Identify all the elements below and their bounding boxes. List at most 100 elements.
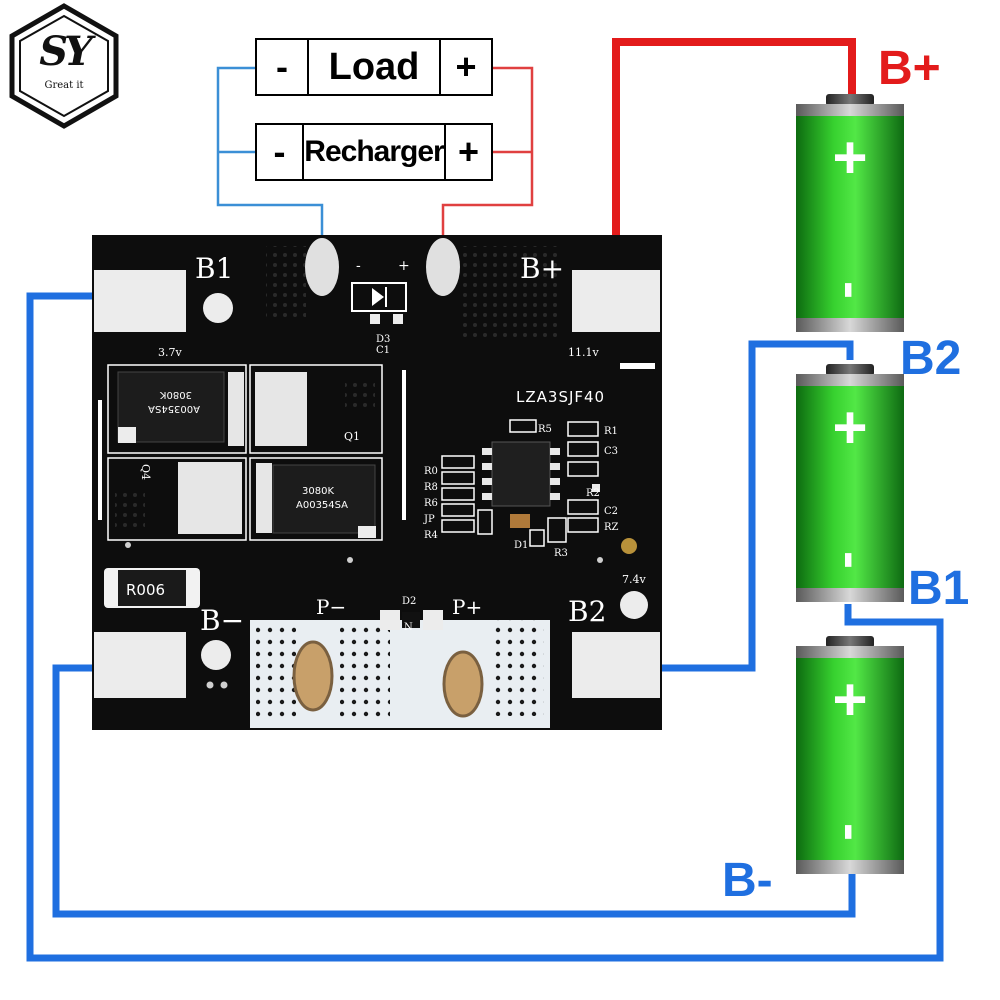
pcb-plus-mark: + — [398, 258, 410, 274]
pcb-label-d2: D2 — [402, 596, 416, 607]
logo-letters: SY — [39, 28, 92, 75]
label-b-minus: B- — [722, 854, 773, 907]
shunt-resistor-body — [118, 570, 186, 606]
pad-b2 — [572, 632, 660, 698]
pcb-label-b2: B2 — [568, 595, 606, 628]
label-b-plus: B+ — [878, 42, 941, 95]
vias — [125, 542, 603, 689]
output-dots — [256, 626, 296, 722]
pcb-left-label: R6 — [424, 498, 438, 509]
thin-red-wire — [441, 66, 534, 235]
smd-capacitor — [510, 514, 530, 528]
smd-pad — [393, 314, 403, 324]
thin-blue-wire — [216, 66, 324, 235]
pcb-left-label: JP — [423, 514, 435, 525]
load-terminal-box: - Load + — [255, 38, 493, 96]
battery-plus-sign: + — [832, 394, 867, 461]
pcb-left-label: R0 — [424, 466, 438, 477]
pcb-left-label: R8 — [424, 482, 438, 493]
smd-pad — [118, 427, 136, 443]
via-cluster — [462, 246, 562, 338]
brand-logo: SY Great it — [10, 4, 118, 128]
output-dots — [340, 626, 390, 722]
pcb-resistor-label: R006 — [126, 581, 165, 599]
pcb-label-q4: Q4 — [139, 464, 152, 480]
battery-plus-sign: + — [832, 124, 867, 191]
label-b2: B2 — [900, 332, 961, 385]
d2-pad — [423, 610, 443, 630]
blue-wire-b1 — [26, 292, 944, 962]
mosfet-label: 3080K — [160, 389, 192, 400]
pcb-texts: B1 B+ B− B2 3.7v 11.1v 7.4v - + D3 C1 LZ… — [126, 252, 646, 637]
mosfet-label: 3080K — [302, 486, 334, 497]
pcb-label-r1: R1 — [604, 426, 618, 437]
pcb-label-p-plus: P+ — [452, 595, 482, 619]
pcb-label-r5: R5 — [538, 424, 552, 435]
diode-symbol — [372, 288, 384, 306]
label-b1: B1 — [908, 562, 969, 615]
pcb-label-r3: R3 — [554, 548, 568, 559]
mosfet-tab — [178, 462, 242, 534]
pcb-label-q1: Q1 — [344, 430, 360, 443]
smd-pad — [592, 484, 600, 492]
pcb-chip-code: LZA3SJF40 — [516, 388, 605, 406]
p-plus-terminal — [442, 650, 484, 718]
control-ic — [491, 441, 551, 507]
pad-b1 — [94, 270, 186, 332]
pcb-volt-7v4: 7.4v — [622, 573, 646, 586]
mosfet-tab — [255, 372, 307, 446]
red-wire-bplus — [612, 38, 856, 240]
recharger-label: Recharger — [302, 125, 446, 179]
load-label: Load — [307, 40, 441, 94]
recharger-plus: + — [457, 131, 480, 172]
pcb-label-c1: C1 — [376, 345, 390, 356]
battery-minus-sign: - — [822, 551, 882, 569]
battery-minus-sign: - — [822, 823, 882, 841]
battery-stack: + - + - + - — [796, 94, 904, 874]
mosfet-outline — [249, 364, 383, 454]
pcb-label-rz: RZ — [604, 522, 619, 533]
via-pad — [201, 640, 231, 670]
pad-bplus — [572, 270, 660, 332]
mosfet-outline — [107, 457, 247, 541]
pcb-label-b1: B1 — [195, 252, 233, 285]
load-plus: + — [455, 46, 477, 87]
via-pad — [203, 293, 233, 323]
pcb-volt-3v7: 3.7v — [158, 346, 182, 359]
lead-labels: B+ B2 B1 B- — [722, 42, 969, 907]
d2-body — [402, 612, 420, 628]
pcb-label-bplus: B+ — [520, 252, 564, 285]
pcb-board — [92, 235, 662, 730]
recharger-minus: - — [273, 131, 286, 172]
pcb-label-d2-n: N — [404, 622, 413, 633]
smd-components — [441, 419, 599, 547]
p-minus-terminal — [292, 640, 334, 712]
pcb-minus-mark: - — [356, 258, 361, 274]
mosfet-outline — [107, 364, 247, 454]
via-cluster — [266, 246, 306, 320]
ic-pins — [482, 448, 560, 500]
output-dots — [494, 620, 544, 716]
pcb-label-r2: R2 — [586, 488, 600, 499]
pad-bminus — [94, 632, 186, 698]
blue-wire-b2 — [660, 340, 854, 672]
pcb-left-label: R4 — [424, 530, 438, 541]
pcb-label-p-minus: P− — [316, 595, 346, 619]
pcb-label-bminus: B− — [200, 604, 244, 637]
mosfet-label: A00354SA — [148, 403, 200, 414]
battery-plus-sign: + — [832, 666, 867, 733]
pcb-label-d1: D1 — [514, 540, 528, 551]
battery-minus-sign: - — [822, 281, 882, 299]
recharger-terminal-box: - Recharger + — [255, 123, 493, 181]
smd-pad — [358, 526, 376, 538]
mount-hole — [305, 238, 339, 296]
logo-hexagon — [9, 3, 119, 129]
thin-wires — [216, 66, 534, 235]
mosfet-chip — [272, 464, 376, 534]
blue-wires — [26, 292, 944, 962]
via-pad — [621, 538, 637, 554]
battery-top: + - — [796, 94, 904, 332]
mosfet-tab — [228, 372, 244, 446]
blue-wire-bminus — [52, 664, 856, 918]
